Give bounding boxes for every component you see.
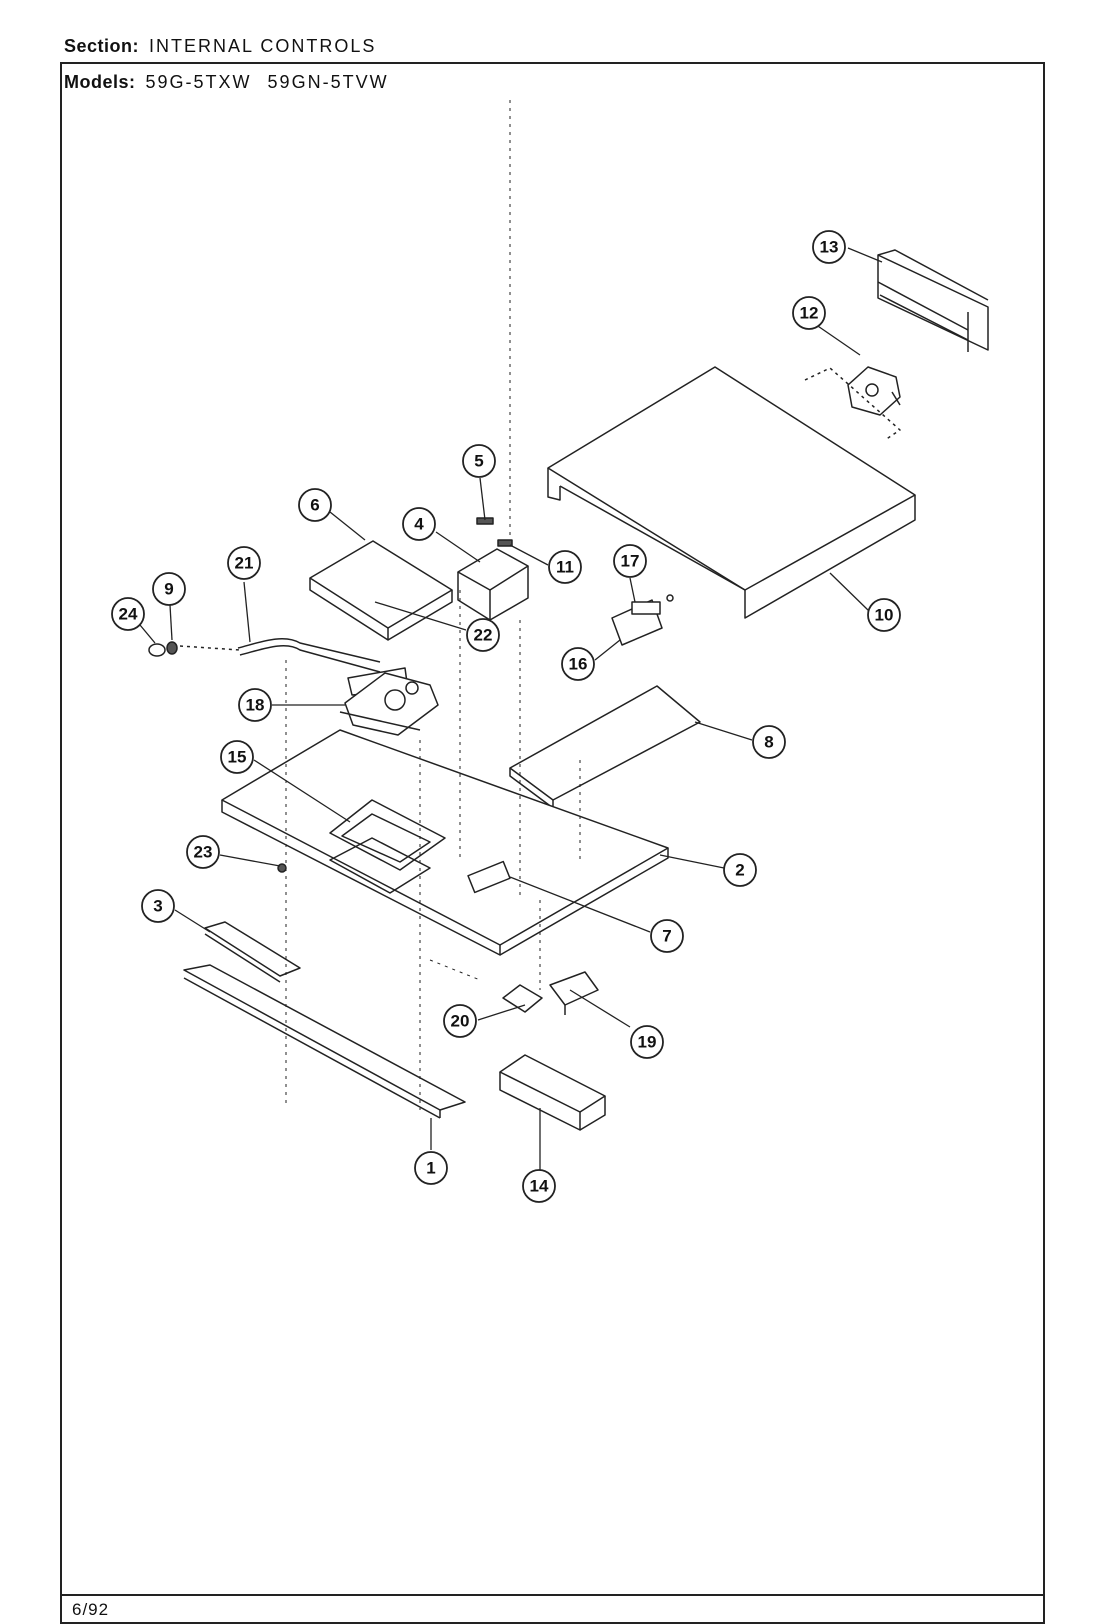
- callout-14: [522, 1169, 556, 1203]
- callout-label-1: 1: [426, 1159, 435, 1178]
- callout-12: [792, 296, 826, 330]
- footer-rule: [60, 1594, 1045, 1596]
- part-cover-top: [547, 366, 916, 619]
- callout-label-24: 24: [119, 605, 138, 624]
- callout-label-23: 23: [194, 843, 213, 862]
- callout-10: [867, 598, 901, 632]
- exploded-parts-diagram: 1 2 3 4 5 6 7 8 9 10 11 12 13 14 15 16 1…: [111, 100, 989, 1203]
- part-igniter-19: [549, 971, 599, 1015]
- callout-5: [462, 444, 496, 478]
- callout-11: [548, 550, 582, 584]
- callout-label-19: 19: [638, 1033, 657, 1052]
- callout-17: [613, 544, 647, 578]
- callout-label-21: 21: [235, 554, 254, 573]
- callout-label-10: 10: [875, 606, 894, 625]
- models-heading: Models: 59G-5TXW 59GN-5TVW: [64, 72, 389, 93]
- callout-22: [466, 618, 500, 652]
- callout-label-2: 2: [735, 861, 744, 880]
- callout-label-12: 12: [800, 304, 819, 323]
- callout-20: [443, 1004, 477, 1038]
- callout-7: [650, 919, 684, 953]
- callouts: [111, 230, 901, 1203]
- callout-8: [752, 725, 786, 759]
- callout-19: [630, 1025, 664, 1059]
- part-rail-3: [204, 921, 301, 983]
- callout-4: [402, 507, 436, 541]
- callout-16: [561, 647, 595, 681]
- part-channel-14: [499, 1054, 606, 1131]
- section-label: Section:: [64, 36, 140, 56]
- callout-label-13: 13: [820, 238, 839, 257]
- model-2: 59GN-5TVW: [267, 72, 389, 92]
- callout-9: [152, 572, 186, 606]
- callout-label-15: 15: [228, 748, 247, 767]
- callout-15: [220, 740, 254, 774]
- callout-24: [111, 597, 145, 631]
- part-plate-15: [329, 799, 446, 871]
- part-rail-1: [183, 964, 466, 1119]
- section-value: INTERNAL CONTROLS: [149, 36, 377, 56]
- callout-2: [723, 853, 757, 887]
- callout-label-5: 5: [474, 452, 483, 471]
- callout-label-17: 17: [621, 552, 640, 571]
- part-bracket-20: [502, 984, 543, 1013]
- leader-lines: [139, 247, 883, 1170]
- callout-label-7: 7: [662, 927, 671, 946]
- callout-label-9: 9: [164, 580, 173, 599]
- callout-label-6: 6: [310, 496, 319, 515]
- callout-labels: 1 2 3 4 5 6 7 8 9 10 11 12 13 14 15 16 1…: [119, 238, 894, 1196]
- part-box-4: [457, 548, 529, 621]
- part-base-plate-2: [221, 729, 669, 956]
- callout-label-11: 11: [556, 558, 574, 577]
- part-box-6: [309, 540, 453, 641]
- callout-23: [186, 835, 220, 869]
- part-switch-16-17: [611, 594, 674, 646]
- callout-label-3: 3: [153, 897, 162, 916]
- callout-label-4: 4: [414, 515, 424, 534]
- model-1: 59G-5TXW: [145, 72, 252, 92]
- models-label: Models:: [64, 72, 136, 92]
- callout-label-14: 14: [530, 1177, 549, 1196]
- part-clip-11: [497, 539, 513, 547]
- alignment-lines: [285, 100, 581, 1110]
- date-code: 6/92: [72, 1600, 110, 1619]
- part-spring-9: [166, 641, 178, 655]
- callout-21: [227, 546, 261, 580]
- part-pad-7: [467, 860, 511, 894]
- callout-label-18: 18: [246, 696, 265, 715]
- part-cap-24: [148, 643, 166, 657]
- part-strip-8: [509, 685, 701, 809]
- section-heading: Section: INTERNAL CONTROLS: [64, 36, 376, 57]
- part-bracket-13: [877, 249, 989, 352]
- callout-13: [812, 230, 846, 264]
- callout-3: [141, 889, 175, 923]
- callout-6: [298, 488, 332, 522]
- callout-label-22: 22: [474, 626, 493, 645]
- callout-label-20: 20: [451, 1012, 470, 1031]
- part-motor-12: [804, 366, 901, 441]
- callout-1: [414, 1151, 448, 1185]
- callout-18: [238, 688, 272, 722]
- part-valve-18: [339, 672, 439, 736]
- callout-label-16: 16: [569, 655, 588, 674]
- callout-label-8: 8: [764, 733, 773, 752]
